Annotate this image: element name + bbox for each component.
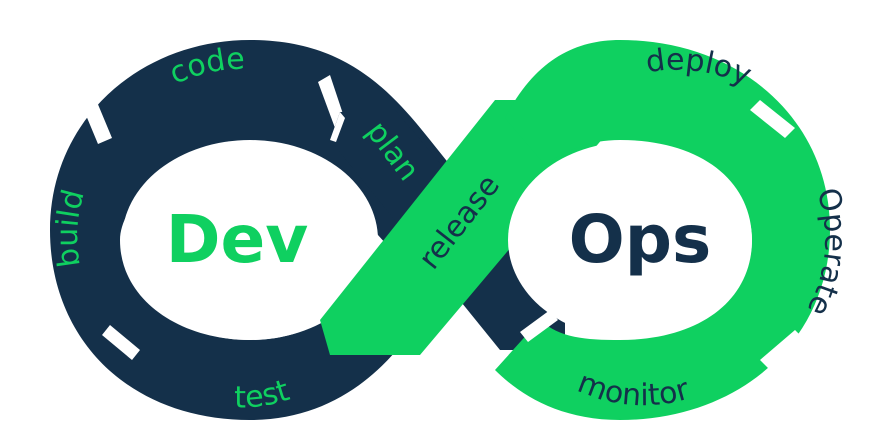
ops-title: Ops	[569, 201, 712, 278]
dev-title: Dev	[166, 201, 309, 278]
ops-loop	[495, 40, 830, 420]
